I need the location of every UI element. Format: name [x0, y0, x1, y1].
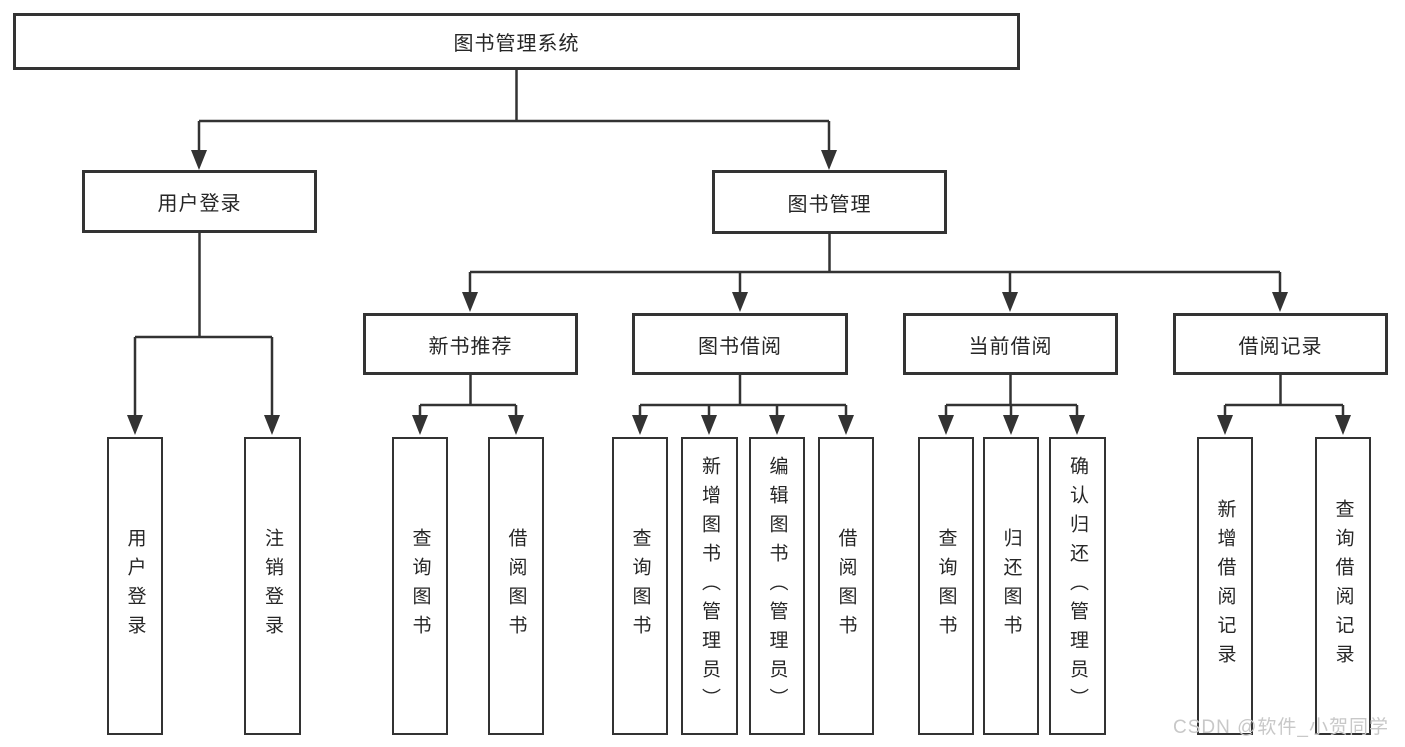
node-new-book-recommend: 新书推荐 — [363, 313, 578, 375]
node-library-management-system: 图书管理系统 — [13, 13, 1020, 70]
leaf-borrow-books-recommend-label: 借阅图书 — [505, 528, 527, 644]
node-book-management: 图书管理 — [712, 170, 947, 234]
node-current-borrowing-label: 当前借阅 — [968, 335, 1053, 358]
leaf-borrow-books-borrowing-label: 借阅图书 — [835, 528, 857, 644]
node-current-borrowing: 当前借阅 — [903, 313, 1118, 375]
leaf-edit-books-admin-label: 编辑图书（管理员） — [766, 455, 788, 717]
node-new-book-recommend-label: 新书推荐 — [428, 335, 513, 358]
leaf-query-books-current-label: 查询图书 — [935, 528, 957, 644]
leaf-borrow-books-recommend: 借阅图书 — [488, 437, 544, 735]
leaf-query-books-borrowing-label: 查询图书 — [629, 528, 651, 644]
node-book-borrowing: 图书借阅 — [632, 313, 848, 375]
csdn-watermark: CSDN @软件_小贺同学 — [1173, 717, 1389, 738]
leaf-user-login-label: 用户登录 — [124, 528, 146, 644]
leaf-add-borrow-record-label: 新增借阅记录 — [1214, 499, 1236, 673]
node-book-borrowing-label: 图书借阅 — [698, 335, 782, 358]
leaf-add-borrow-record: 新增借阅记录 — [1197, 437, 1253, 735]
node-user-login: 用户登录 — [82, 170, 317, 233]
node-borrowing-records-label: 借阅记录 — [1238, 335, 1323, 358]
leaf-return-books: 归还图书 — [983, 437, 1039, 735]
leaf-confirm-return-admin: 确认归还（管理员） — [1049, 437, 1106, 735]
leaf-query-borrow-record: 查询借阅记录 — [1315, 437, 1371, 735]
leaf-return-books-label: 归还图书 — [1000, 528, 1022, 644]
leaf-query-books-recommend-label: 查询图书 — [409, 528, 431, 644]
leaf-user-login: 用户登录 — [107, 437, 163, 735]
node-borrowing-records: 借阅记录 — [1173, 313, 1388, 375]
node-library-management-system-label: 图书管理系统 — [453, 33, 580, 55]
node-book-management-label: 图书管理 — [787, 193, 872, 216]
leaf-add-books-admin: 新增图书（管理员） — [681, 437, 738, 735]
leaf-query-books-borrowing: 查询图书 — [612, 437, 668, 735]
leaf-add-books-admin-label: 新增图书（管理员） — [699, 455, 720, 717]
leaf-logout: 注销登录 — [244, 437, 301, 735]
leaf-query-books-current: 查询图书 — [918, 437, 974, 735]
leaf-query-books-recommend: 查询图书 — [392, 437, 448, 735]
leaf-confirm-return-admin-label: 确认归还（管理员） — [1067, 455, 1088, 717]
leaf-borrow-books-borrowing: 借阅图书 — [818, 437, 874, 735]
leaf-edit-books-admin: 编辑图书（管理员） — [749, 437, 805, 735]
node-user-login-label: 用户登录 — [157, 193, 242, 215]
leaf-query-borrow-record-label: 查询借阅记录 — [1332, 499, 1354, 673]
leaf-logout-label: 注销登录 — [262, 528, 283, 644]
